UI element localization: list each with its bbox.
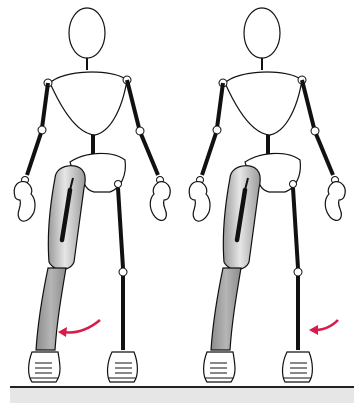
- arrow-right: [315, 320, 338, 330]
- figure-right: [189, 8, 345, 382]
- arrowhead-left: [58, 327, 67, 337]
- ground-shadow: [10, 388, 354, 403]
- arrow-left: [63, 320, 100, 333]
- arrowhead-right: [309, 325, 318, 335]
